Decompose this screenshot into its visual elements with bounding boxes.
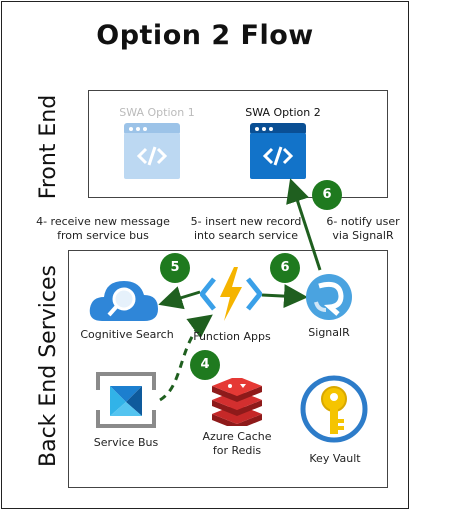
step-badge-6-front: 6 <box>312 180 342 210</box>
step-5-line2: into search service <box>193 229 298 242</box>
step-6-text: 6- notify user via SignalR <box>318 215 408 243</box>
redis-icon <box>212 378 262 426</box>
function-apps-label: Function Apps <box>193 330 271 343</box>
swa-option-1-label: SWA Option 1 <box>119 106 195 119</box>
step-5-line1: 5- insert new record <box>190 215 302 228</box>
step-5-text: 5- insert new record into search service <box>176 215 316 243</box>
swa-option-2-label: SWA Option 2 <box>245 106 321 119</box>
key-vault-icon <box>300 375 368 443</box>
step-badge-4: 4 <box>190 350 220 380</box>
signalr-icon <box>306 274 352 320</box>
redis-label-line2: for Redis <box>212 444 262 457</box>
step-badge-6-back: 6 <box>270 253 300 283</box>
step-6-line1: 6- notify user <box>326 215 400 228</box>
step-badge-5: 5 <box>160 253 190 283</box>
arrow-signalr-to-swa <box>286 178 322 271</box>
cognitive-search-label: Cognitive Search <box>80 328 174 341</box>
swa-option-1-icon <box>124 123 180 179</box>
cognitive-search-icon <box>89 281 158 321</box>
redis-label: Azure Cache for Redis <box>190 430 284 458</box>
diagram-frame <box>1 1 409 509</box>
key-vault-label: Key Vault <box>309 452 361 465</box>
back-end-box <box>68 250 388 488</box>
step-4-text: 4- receive new message from service bus <box>28 215 178 243</box>
front-end-box <box>88 90 388 198</box>
service-bus-label: Service Bus <box>93 436 159 449</box>
function-apps-icon <box>200 267 262 321</box>
step-4-line2: from service bus <box>57 229 149 242</box>
diagram-title: Option 2 Flow <box>96 20 314 51</box>
signalr-label: SignalR <box>308 326 350 339</box>
arrow-function-to-search <box>158 286 201 310</box>
step-4-line1: 4- receive new message <box>36 215 170 228</box>
redis-label-line1: Azure Cache <box>202 430 272 443</box>
arrow-function-to-signalr <box>261 284 308 309</box>
service-bus-icon <box>96 372 156 428</box>
arrow-servicebus-to-function <box>159 314 213 402</box>
step-6-line2: via SignalR <box>332 229 394 242</box>
swa-option-2-icon <box>250 123 306 179</box>
